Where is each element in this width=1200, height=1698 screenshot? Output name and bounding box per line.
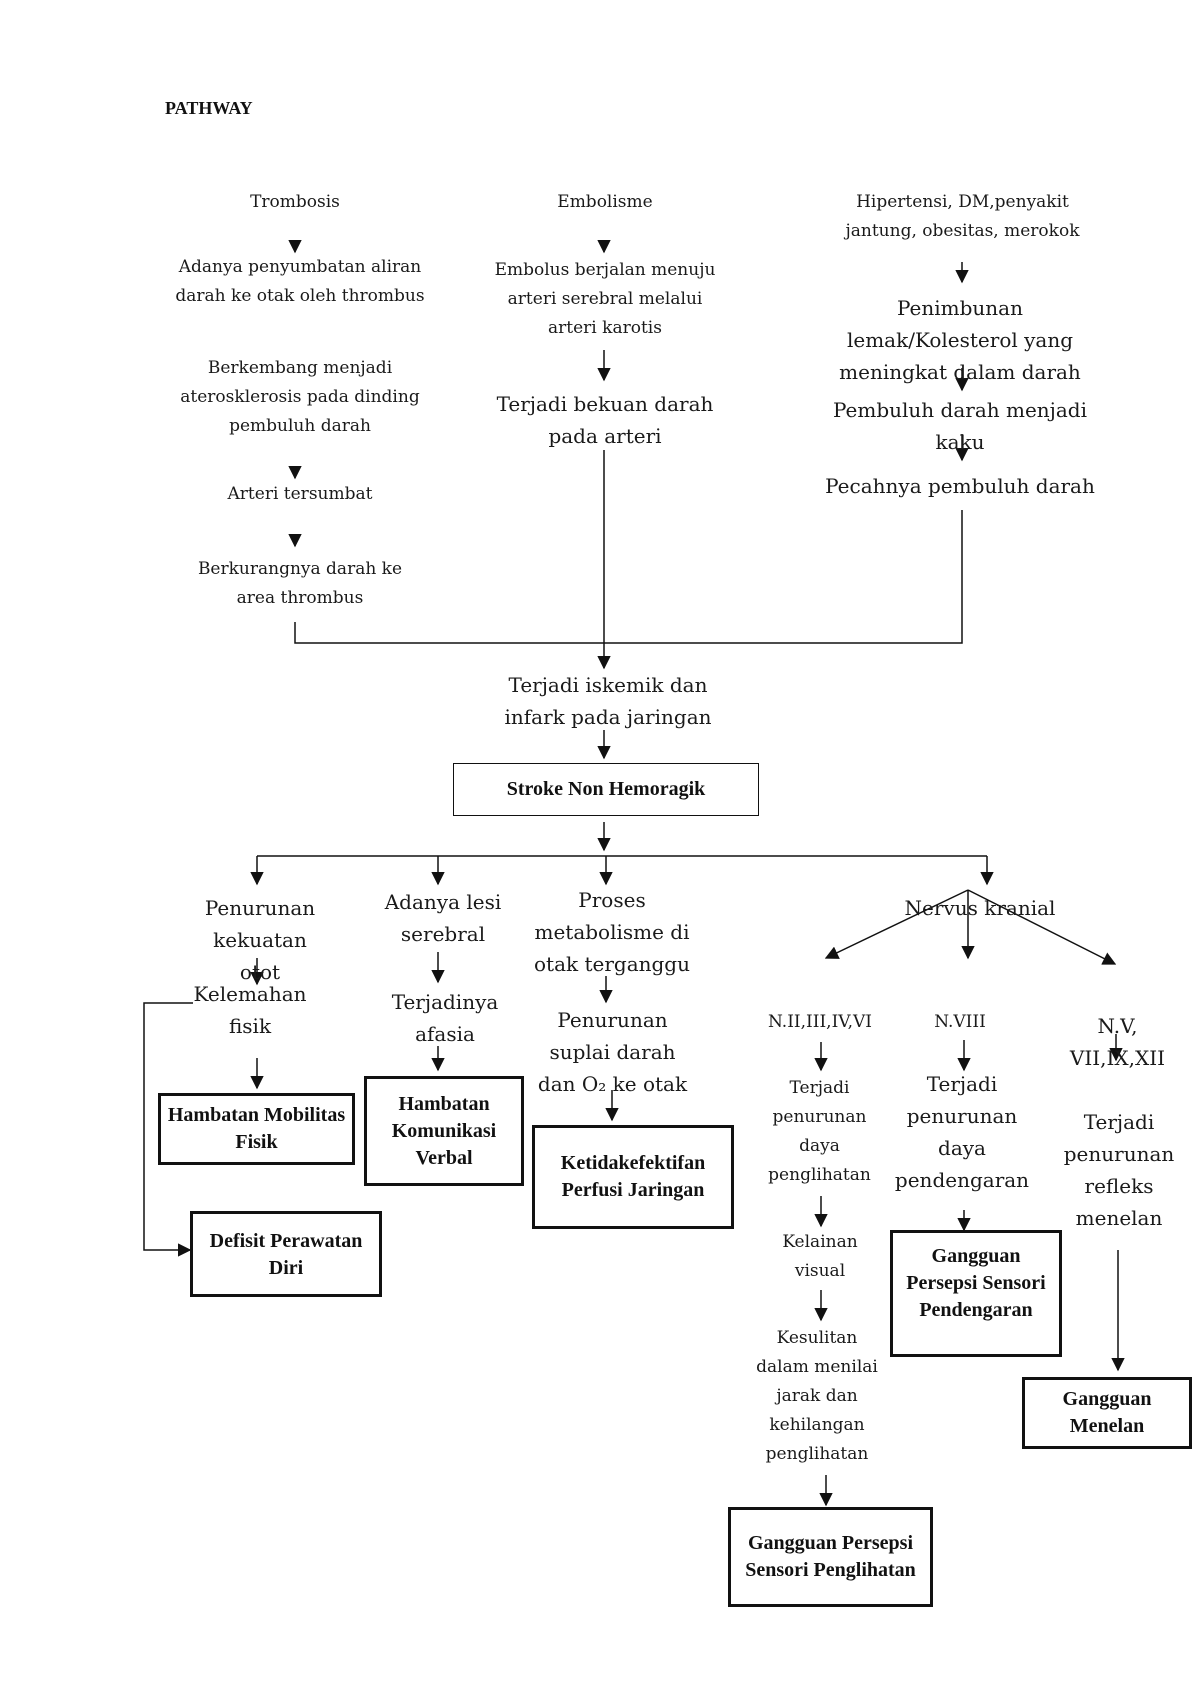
n5-effect: Terjadi penurunan refleks menelan bbox=[1063, 1110, 1175, 1230]
n8-label: N.VIII bbox=[934, 1012, 986, 1032]
stroke-box: Stroke Non Hemoragik bbox=[453, 763, 759, 816]
embolisme-step-1: Embolus berjalan menuju arteri serebral … bbox=[494, 260, 716, 338]
n5-label: N.V, VII,IX,XII bbox=[1069, 1014, 1166, 1070]
branch-otot: Penurunan kekuatan otot bbox=[204, 896, 316, 984]
hipertensi-step-3: Pecahnya pembuluh darah bbox=[825, 474, 1095, 498]
dx-menelan-box: Gangguan Menelan bbox=[1022, 1377, 1192, 1449]
dx-menelan-label: Gangguan Menelan bbox=[1062, 1388, 1152, 1437]
trombosis-step-1: Adanya penyumbatan aliran darah ke otak … bbox=[175, 257, 425, 306]
branch-nervus: Nervus kranial bbox=[904, 896, 1056, 920]
branch-metabolisme: Proses metabolisme di otak terganggu bbox=[533, 888, 690, 976]
dx-perfusi-label: Ketidakefektifan Perfusi Jaringan bbox=[560, 1152, 706, 1201]
dx-pendengaran-label: Gangguan Persepsi Sensori Pendengaran bbox=[906, 1245, 1046, 1321]
branch-lesi: Adanya lesi serebral bbox=[384, 890, 502, 946]
page-title: PATHWAY bbox=[165, 98, 253, 118]
trombosis-step-2: Berkembang menjadi aterosklerosis pada d… bbox=[180, 358, 420, 436]
cause-hipertensi: Hipertensi, DM,penyakit jantung, obesita… bbox=[845, 192, 1080, 241]
n2-effect: Terjadi penurunan daya penglihatan bbox=[768, 1078, 871, 1185]
hipertensi-step-1: Penimbunan lemak/Kolesterol yang meningk… bbox=[839, 296, 1081, 384]
dx-komunikasi-label: Hambatan Komunikasi Verbal bbox=[391, 1092, 497, 1169]
dx-penglihatan-label: Gangguan Persepsi Sensori Penglihatan bbox=[745, 1532, 916, 1581]
n2-label: N.II,III,IV,VI bbox=[768, 1012, 872, 1032]
hipertensi-step-2: Pembuluh darah menjadi kaku bbox=[832, 398, 1087, 454]
kelemahan-fisik: Kelemahan fisik bbox=[193, 982, 307, 1038]
cause-embolisme: Embolisme bbox=[557, 192, 653, 212]
connector-merge bbox=[294, 510, 963, 644]
arrow-to-perawatan bbox=[143, 1002, 193, 1257]
trombosis-step-3: Arteri tersumbat bbox=[227, 484, 373, 504]
dx-perawatan-label: Defisit Perawatan Diri bbox=[209, 1230, 363, 1279]
dx-penglihatan-box: Gangguan Persepsi Sensori Penglihatan bbox=[728, 1507, 933, 1607]
stroke-label: Stroke Non Hemoragik bbox=[506, 778, 706, 800]
n8-effect: Terjadi penurunan daya pendengaran bbox=[894, 1072, 1030, 1192]
dx-komunikasi-box: Hambatan Komunikasi Verbal bbox=[364, 1076, 524, 1186]
embolisme-step-2: Terjadi bekuan darah pada arteri bbox=[496, 392, 714, 448]
dx-mobilitas-label: Hambatan Mobilitas Fisik bbox=[167, 1104, 346, 1153]
n2-visual: Kelainan visual bbox=[782, 1232, 858, 1281]
penurunan-suplai: Penurunan suplai darah dan O₂ ke otak bbox=[537, 1008, 688, 1096]
dx-perawatan-box: Defisit Perawatan Diri bbox=[190, 1211, 382, 1297]
n2-jarak: Kesulitan dalam menilai jarak dan kehila… bbox=[756, 1328, 878, 1464]
terjadinya-afasia: Terjadinya afasia bbox=[391, 990, 499, 1046]
dx-mobilitas-box: Hambatan Mobilitas Fisik bbox=[158, 1093, 355, 1165]
dx-pendengaran-box: Gangguan Persepsi Sensori Pendengaran bbox=[890, 1230, 1062, 1357]
trombosis-step-4: Berkurangnya darah ke area thrombus bbox=[197, 559, 403, 608]
cause-trombosis: Trombosis bbox=[250, 192, 340, 212]
dx-perfusi-box: Ketidakefektifan Perfusi Jaringan bbox=[532, 1125, 734, 1229]
iskemik-node: Terjadi iskemik dan infark pada jaringan bbox=[504, 673, 712, 729]
